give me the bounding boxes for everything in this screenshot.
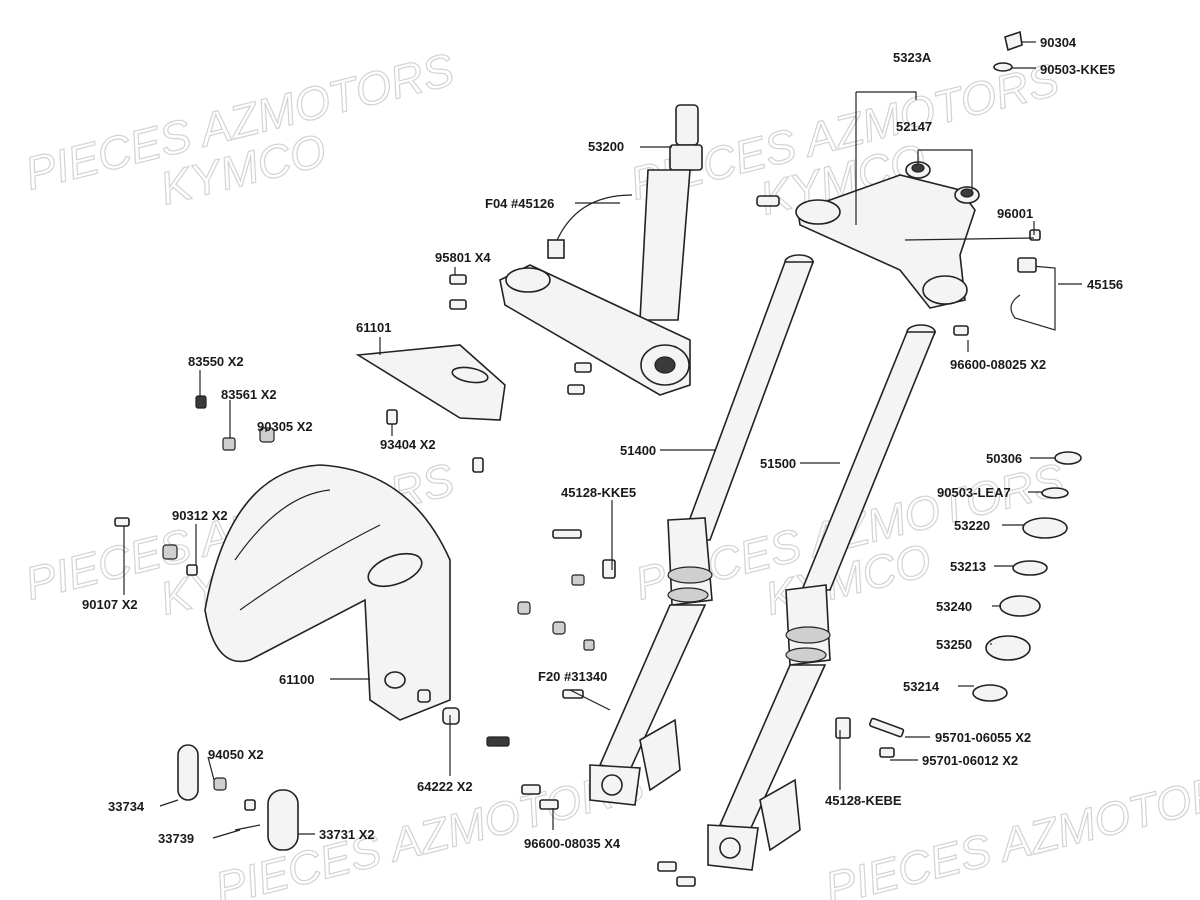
part-label: 96600-08035 X4 (524, 836, 621, 851)
fender-bracket-part (355, 344, 506, 421)
part-label: 53214 (903, 679, 940, 694)
brake-hose-clamp-part (1010, 257, 1056, 331)
part-label: 33734 (108, 799, 145, 814)
part-label: F20 #31340 (538, 669, 607, 684)
front-fender-part (204, 464, 451, 721)
fasteners (114, 229, 1041, 887)
part-label: 51400 (620, 443, 656, 458)
part-label: 83561 X2 (221, 387, 277, 402)
part-label: 61100 (279, 672, 314, 687)
part-label: 83550 X2 (188, 354, 244, 369)
fork-leg-right-part (707, 324, 937, 871)
part-label: 33739 (158, 831, 194, 846)
part-label: 53240 (936, 599, 972, 614)
part-label: 33731 X2 (319, 827, 375, 842)
part-label: 61101 (356, 320, 391, 335)
part-label: F04 #45126 (485, 196, 554, 211)
fork-leg-left-part (589, 254, 815, 806)
part-label: 53213 (950, 559, 986, 574)
callout-labels: 90304 90503-KKE5 5323A 52147 53200 F04 #… (82, 35, 1123, 851)
watermark-text: PIECES AZMOTORS (820, 758, 1200, 900)
part-label: 45156 (1087, 277, 1123, 292)
steering-stem-part (499, 104, 703, 396)
part-label: 96001 (997, 206, 1033, 221)
part-label: 64222 X2 (417, 779, 473, 794)
part-label: 95801 X4 (435, 250, 491, 265)
part-label: 95701-06055 X2 (935, 730, 1031, 745)
part-label: 53250 (936, 637, 972, 652)
part-label: 5323A (893, 50, 932, 65)
part-label: 90107 X2 (82, 597, 138, 612)
part-label: 90312 X2 (172, 508, 228, 523)
part-label: 45128-KEBE (825, 793, 902, 808)
leader-lines (123, 41, 1082, 839)
bearing-seal-stack (972, 30, 1082, 702)
part-label: 52147 (896, 119, 932, 134)
part-label: 53200 (588, 139, 624, 154)
part-label: 51500 (760, 456, 796, 471)
part-label: 93404 X2 (380, 437, 436, 452)
part-label: 90503-LEA7 (937, 485, 1011, 500)
part-label: 53220 (954, 518, 990, 533)
part-label: 95701-06012 X2 (922, 753, 1018, 768)
reflector-part (177, 744, 299, 851)
part-label: 90304 (1040, 35, 1077, 50)
part-label: 94050 X2 (208, 747, 264, 762)
part-label: 50306 (986, 451, 1022, 466)
part-label: 45128-KKE5 (561, 485, 636, 500)
part-label: 96600-08025 X2 (950, 357, 1046, 372)
upper-triple-clamp-part (756, 161, 980, 309)
part-label: 90305 X2 (257, 419, 313, 434)
part-label: 90503-KKE5 (1040, 62, 1115, 77)
